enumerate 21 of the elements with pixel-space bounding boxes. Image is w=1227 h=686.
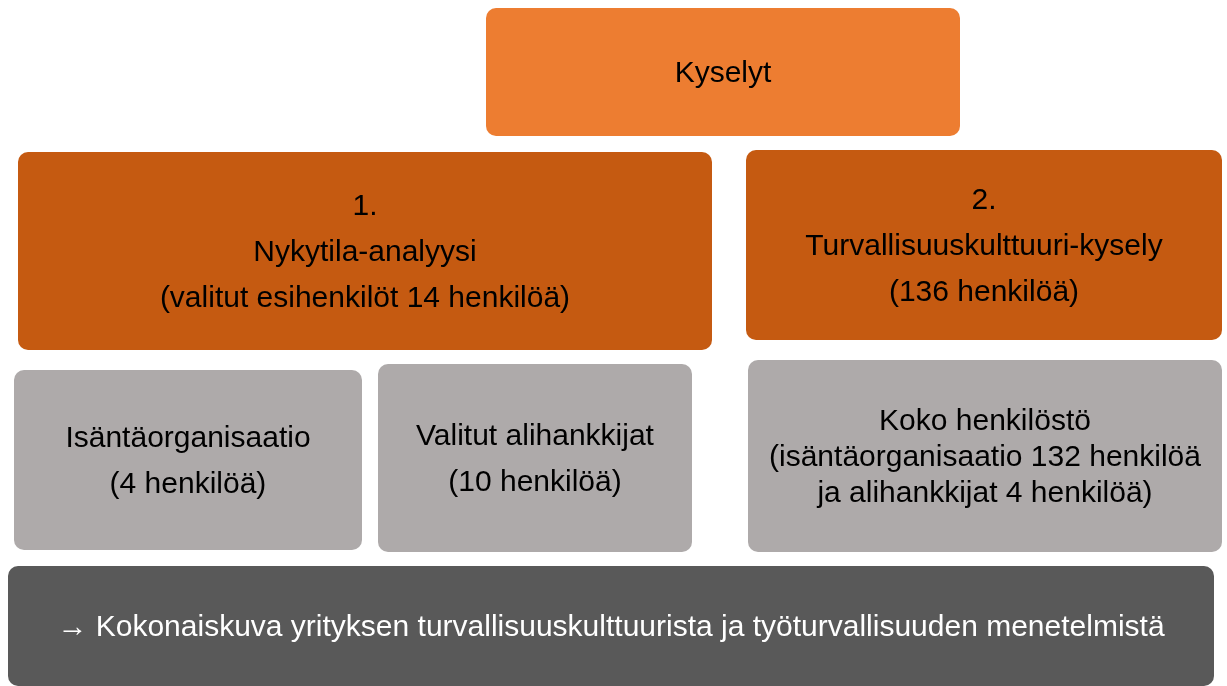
box-text: Kyselyt	[674, 54, 772, 90]
box-text: (valitut esihenkilöt 14 henkilöä)	[159, 279, 571, 315]
box-text: Turvallisuuskulttuuri-kysely	[805, 227, 1163, 263]
box-text: → Kokonaiskuva yrityksen turvallisuuskulttuurista ja työturvallisuuden menetelmistä	[57, 608, 1165, 644]
box-text: (isäntäorganisaatio 132 henkilöä ja alihankkijat 4 henkilöä)	[768, 438, 1202, 510]
survey-box	[746, 150, 1222, 340]
box-text: (4 henkilöä)	[109, 465, 267, 501]
box-text: 1.	[352, 187, 378, 223]
group-box	[14, 370, 362, 550]
survey-box	[18, 152, 712, 350]
box-text: Isäntäorganisaatio	[65, 419, 311, 455]
group-box	[748, 360, 1222, 552]
result-box	[8, 566, 1214, 686]
box-text: Valitut alihankkijat	[416, 417, 654, 453]
box-text: Koko henkilöstö	[879, 402, 1091, 438]
box-text: (136 henkilöä)	[888, 273, 1080, 309]
box-text: 2.	[971, 181, 997, 217]
box-text: (10 henkilöä)	[448, 463, 622, 499]
group-box	[378, 364, 692, 552]
box-text: Nykytila-analyysi	[253, 233, 477, 269]
title-box	[486, 8, 960, 136]
